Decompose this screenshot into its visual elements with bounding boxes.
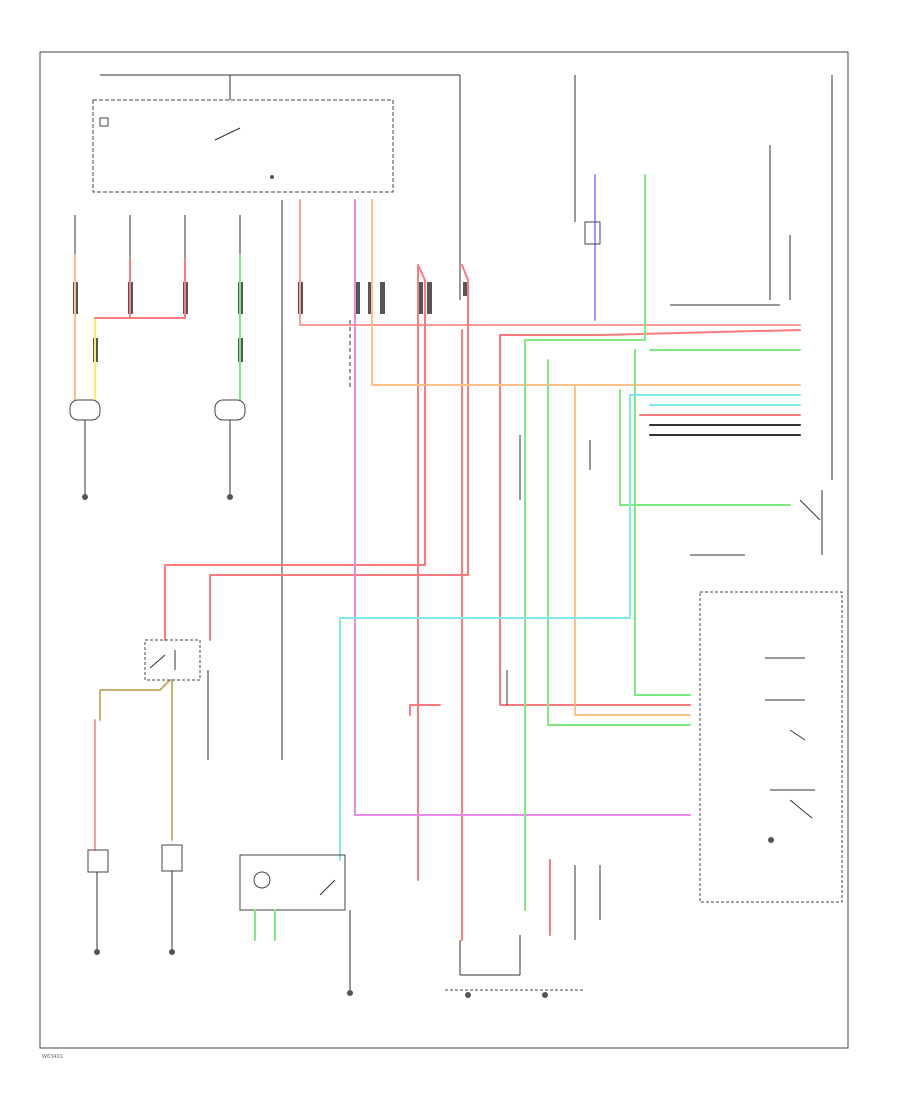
- wire-red-a: [94, 259, 131, 319]
- wiper-motor: [445, 865, 601, 998]
- footer-code: W63401: [42, 1054, 63, 1060]
- parking-light-left: [87, 849, 109, 955]
- fuse-drops: [74, 200, 301, 760]
- wire-red-b: [129, 259, 186, 319]
- headlight-right: [214, 399, 246, 500]
- under-dash-fuse-relay-box: [92, 74, 461, 300]
- wire-red-right: [499, 329, 801, 336]
- wire-magenta: [354, 199, 691, 816]
- wire-green-gauge: [619, 389, 791, 506]
- wire-pink-trunk: [299, 199, 801, 326]
- wire-green-combo: [547, 359, 691, 726]
- connector-bars: [73, 282, 468, 362]
- diagram-border: [39, 51, 849, 1049]
- gauge-assembly: [690, 490, 823, 556]
- wire-cyan: [339, 394, 801, 861]
- brake-fluid-switch: [574, 75, 601, 245]
- wire-red-dimmer-2: [209, 264, 469, 641]
- wire-orange-combo: [371, 199, 691, 716]
- black-wires: [349, 320, 591, 705]
- combination-switch: [699, 591, 843, 903]
- wire-tan-a: [99, 679, 171, 721]
- right-bundle: [639, 75, 833, 480]
- parking-light-right: [161, 844, 183, 955]
- headlight-left: [69, 399, 101, 500]
- wire-red-dimmer: [164, 264, 426, 641]
- washer-motor: [239, 854, 353, 996]
- dimmer-relay: [144, 639, 209, 760]
- wire-green-top: [524, 174, 646, 341]
- wire-red-stub: [409, 704, 441, 716]
- wire-green-combo-2: [634, 349, 691, 696]
- wire-red-combo: [499, 334, 691, 706]
